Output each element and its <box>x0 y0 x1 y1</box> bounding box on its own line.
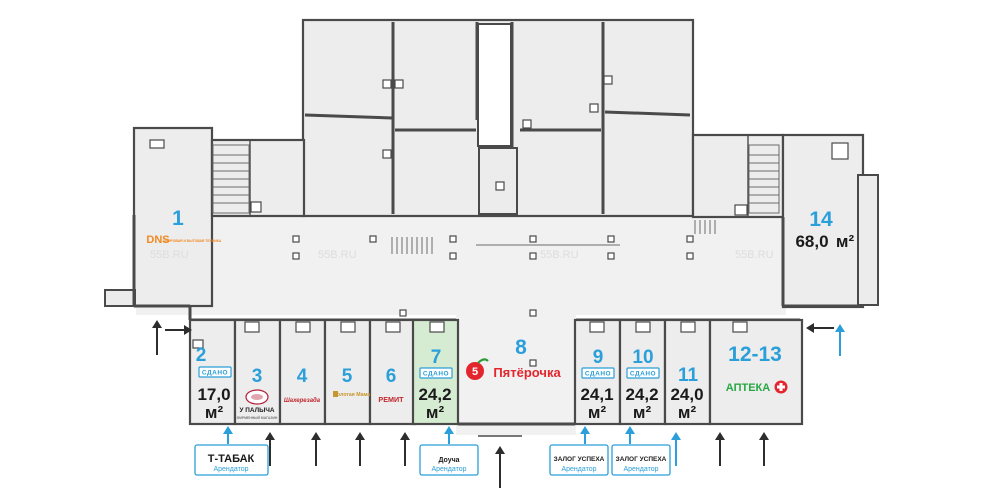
unit-area: 17,0 <box>197 385 230 404</box>
brand-name: У ПАЛЫЧА <box>240 407 275 414</box>
tenant-label: Арендатор <box>213 466 248 473</box>
main-corridor <box>136 215 786 315</box>
unit-area: 24,2 <box>625 385 658 404</box>
tenant-zalog-uspekha-1[interactable]: ЗАЛОГ УСПЕХА Арендатор <box>549 444 609 476</box>
unit-4[interactable]: 4 Шахерезада <box>284 366 321 404</box>
status-badge-text: СДАНО <box>585 371 611 378</box>
unit-1[interactable]: 1 DNS ЦИФРОВАЯ И БЫТОВАЯ ТЕХНИКА <box>146 207 221 246</box>
tenant-name: ЗАЛОГ УСПЕХА <box>554 456 605 463</box>
unit-number: 10 <box>632 347 653 368</box>
unit-number: 1 <box>172 207 184 230</box>
tenant-t-tabak[interactable]: Т-ТАБАК Арендатор <box>194 444 269 476</box>
right-stairs <box>748 144 780 214</box>
building-structure <box>104 18 879 435</box>
unit-7[interactable]: 7 СДАНО 24,2 м² <box>418 347 453 422</box>
unit-number: 8 <box>515 336 527 359</box>
status-badge <box>198 366 232 378</box>
status-badge-text: СДАНО <box>423 371 449 378</box>
unit-number: 7 <box>431 347 442 368</box>
unit-number: 11 <box>678 365 699 386</box>
status-badge <box>581 367 615 379</box>
unit-area-unit: м² <box>205 403 224 422</box>
left-stairs <box>212 144 250 214</box>
tenant-label: Арендатор <box>561 466 596 473</box>
status-badge <box>626 367 660 379</box>
unit-12-13-room[interactable] <box>708 318 804 426</box>
unit-area-unit: м² <box>678 403 697 422</box>
zolotaya-mama-logo-icon <box>333 391 338 397</box>
entrance-arrows <box>152 320 845 488</box>
unit-area-unit: м² <box>588 403 607 422</box>
unit-number: 12-13 <box>728 343 782 366</box>
unit-area-unit: м² <box>836 232 855 251</box>
svg-text:5: 5 <box>472 366 478 378</box>
unit-area-unit: м² <box>426 403 445 422</box>
unit-9[interactable]: 9 СДАНО 24,1 м² <box>580 347 615 422</box>
unit-6-room[interactable] <box>368 318 417 426</box>
unit-11[interactable]: 11 24,0 м² <box>670 365 703 422</box>
unit-6[interactable]: 6 РЕМИТ <box>378 366 404 404</box>
unit-number: 4 <box>297 366 308 387</box>
hall-stairs <box>391 220 716 254</box>
status-badge-text: СДАНО <box>202 370 228 377</box>
status-badge-text: СДАНО <box>630 371 656 378</box>
unit-area: 68,0 <box>795 232 828 251</box>
unit-number: 3 <box>252 366 263 387</box>
tenant-name: Доуча <box>438 457 459 464</box>
unit-number: 9 <box>593 347 604 368</box>
brand-subtitle: ФИРМЕННЫЙ МАГАЗИН <box>237 416 278 420</box>
unit-10[interactable]: 10 СДАНО 24,2 м² <box>625 347 660 422</box>
tenant-label: Арендатор <box>431 466 466 473</box>
unit-area: 24,0 <box>670 385 703 404</box>
unit-number: 2 <box>196 345 207 366</box>
brand-name: АПТЕКА <box>726 382 770 394</box>
unit-5[interactable]: 5 Золотая Мама <box>333 366 370 398</box>
unit-number: 14 <box>809 208 833 231</box>
unit-12-13[interactable]: 12-13 АПТЕКА <box>726 343 788 394</box>
status-badge <box>419 367 453 379</box>
unit-number: 6 <box>386 366 397 387</box>
tenant-label: Арендатор <box>623 466 658 473</box>
unit-3[interactable]: 3 У ПАЛЫЧА ФИРМЕННЫЙ МАГАЗИН <box>237 366 278 420</box>
unit-14[interactable]: 14 68,0 м² <box>795 208 854 251</box>
tenant-zalog-uspekha-2[interactable]: ЗАЛОГ УСПЕХА Арендатор <box>611 444 671 476</box>
unit-2[interactable]: 2 СДАНО 17,0 м² <box>196 345 232 422</box>
brand-name: РЕМИТ <box>378 395 404 404</box>
unit-area: 24,2 <box>418 385 451 404</box>
dns-logo: DNS <box>146 234 169 246</box>
fixtures <box>149 75 849 216</box>
unit-area: 24,1 <box>580 385 613 404</box>
watermark: 55B.RU <box>540 249 579 261</box>
tenant-name: Т-ТАБАК <box>208 453 255 465</box>
tenant-doucha[interactable]: Доуча Арендатор <box>419 444 479 476</box>
unit-area-unit: м² <box>633 403 652 422</box>
unit-number: 5 <box>342 366 353 387</box>
pyaterochka-logo-icon <box>466 362 484 380</box>
watermarks: 55B.RU 55B.RU 55B.RU 55B.RU <box>150 249 774 261</box>
watermark: 55B.RU <box>318 249 357 261</box>
unit-8[interactable]: 8 5 Пятёрочка <box>466 336 561 380</box>
brand-name: Шахерезада <box>284 398 321 404</box>
u-palycha-logo-icon <box>245 389 269 405</box>
brand-name: Пятёрочка <box>493 365 561 380</box>
watermark: 55B.RU <box>735 249 774 261</box>
watermark: 55B.RU <box>150 249 189 261</box>
brand-subtitle: ЦИФРОВАЯ И БЫТОВАЯ ТЕХНИКА <box>163 239 222 243</box>
columns <box>292 235 694 367</box>
unit-11-room[interactable] <box>663 318 712 426</box>
brand-name: Золотая Мама <box>334 392 370 398</box>
tenant-name: ЗАЛОГ УСПЕХА <box>616 456 667 463</box>
